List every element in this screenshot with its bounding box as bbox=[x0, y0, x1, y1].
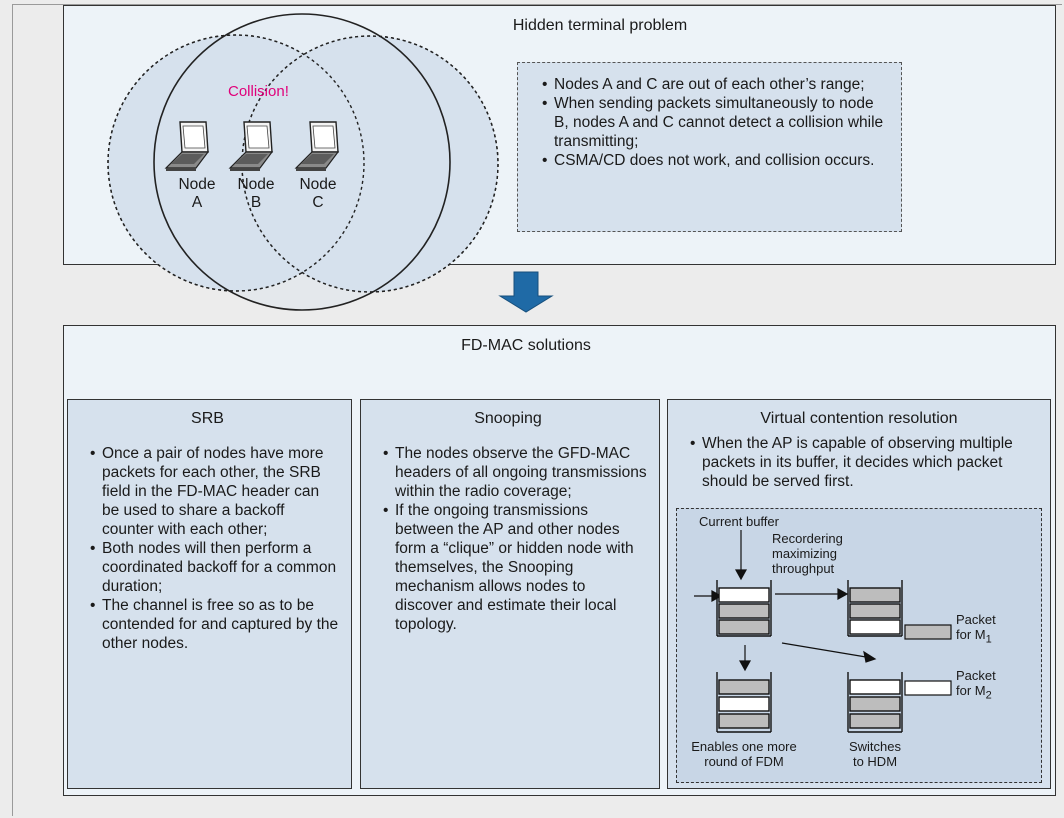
packet-m1-label-line1: Packet bbox=[956, 612, 996, 627]
current-buffer-stack bbox=[716, 580, 772, 637]
buffer-diagram bbox=[676, 508, 1042, 783]
list-item: When the AP is capable of observing mult… bbox=[690, 434, 1040, 491]
reordering-label-line3: throughput bbox=[772, 561, 835, 576]
packet-m1-label-line2: for M1 bbox=[956, 627, 996, 648]
packet-m2-label-line2: for M2 bbox=[956, 683, 996, 704]
virtual-contention-title: Virtual contention resolution bbox=[760, 410, 958, 427]
node-b-label-line1: Node bbox=[237, 176, 275, 193]
srb-bullets: Once a pair of nodes have more packets f… bbox=[88, 444, 339, 653]
packet-m2-label: Packet for M2 bbox=[956, 668, 996, 704]
node-a-label-line2: A bbox=[191, 194, 203, 211]
reordered-buffer-stack bbox=[847, 580, 903, 637]
packet-m1-label-text: for M bbox=[956, 627, 986, 642]
node-a-label: Node A bbox=[170, 176, 224, 212]
packet-m2-label-text: for M bbox=[956, 683, 986, 698]
hidden-terminal-title: Hidden terminal problem bbox=[512, 17, 688, 34]
list-item: Once a pair of nodes have more packets f… bbox=[90, 444, 339, 539]
reordering-label-line2: maximizing bbox=[772, 546, 838, 561]
laptop-c-icon bbox=[294, 121, 340, 171]
srb-title: SRB bbox=[191, 410, 224, 427]
fdm-buffer-stack bbox=[716, 672, 772, 733]
laptop-a-icon bbox=[164, 121, 210, 171]
list-item: When sending packets simultaneously to n… bbox=[542, 94, 891, 151]
fdm-label-line1: Enables one more bbox=[691, 739, 797, 754]
hdm-label-line1: Switches bbox=[848, 739, 902, 754]
fdm-label: Enables one more round of FDM bbox=[684, 739, 804, 769]
srb-box: SRB Once a pair of nodes have more packe… bbox=[67, 399, 352, 789]
laptop-b-icon bbox=[228, 121, 274, 171]
list-item: Both nodes will then perform a coordinat… bbox=[90, 539, 339, 596]
list-item: Nodes A and C are out of each other’s ra… bbox=[542, 75, 891, 94]
hdm-label: Switches to HDM bbox=[835, 739, 915, 769]
hdm-label-line2: to HDM bbox=[852, 754, 898, 769]
list-item: The channel is free so as to be contende… bbox=[90, 596, 339, 653]
virtual-contention-bullets: When the AP is capable of observing mult… bbox=[688, 434, 1040, 491]
down-arrow-icon bbox=[498, 271, 554, 313]
packet-m1-label: Packet for M1 bbox=[956, 612, 996, 648]
node-c-label-line1: Node bbox=[299, 176, 337, 193]
packet-m1-subscript: 1 bbox=[985, 633, 992, 646]
packet-m2-box bbox=[904, 680, 952, 696]
packet-m2-label-line1: Packet bbox=[956, 668, 996, 683]
hidden-terminal-notes-list: Nodes A and C are out of each other’s ra… bbox=[540, 75, 891, 170]
node-a-label-line1: Node bbox=[178, 176, 216, 193]
reordering-label-line1: Recordering bbox=[772, 531, 843, 546]
node-c-label-line2: C bbox=[312, 194, 324, 211]
node-a-range-outline bbox=[107, 34, 365, 292]
node-c-range-outline bbox=[241, 35, 499, 293]
packet-m2-subscript: 2 bbox=[985, 689, 992, 702]
fdm-label-line2: round of FDM bbox=[704, 754, 784, 769]
collision-label: Collision! bbox=[228, 83, 289, 100]
packet-m1-box bbox=[904, 624, 952, 640]
hdm-buffer-stack bbox=[847, 672, 903, 733]
current-buffer-label: Current buffer bbox=[699, 514, 779, 529]
snooping-bullets: The nodes observe the GFD-MAC headers of… bbox=[381, 444, 647, 634]
list-item: CSMA/CD does not work, and collision occ… bbox=[542, 151, 891, 170]
node-c-label: Node C bbox=[291, 176, 345, 212]
snooping-title: Snooping bbox=[474, 410, 542, 427]
buffer-arrows bbox=[694, 530, 877, 672]
hidden-terminal-notes: Nodes A and C are out of each other’s ra… bbox=[517, 62, 902, 232]
list-item: If the ongoing transmissions between the… bbox=[383, 501, 647, 634]
fd-mac-solutions-title: FD-MAC solutions bbox=[461, 337, 591, 354]
list-item: The nodes observe the GFD-MAC headers of… bbox=[383, 444, 647, 501]
snooping-box: Snooping The nodes observe the GFD-MAC h… bbox=[360, 399, 660, 789]
node-b-label-line2: B bbox=[250, 194, 262, 211]
node-b-label: Node B bbox=[229, 176, 283, 212]
reordering-label: Recordering maximizing throughput bbox=[772, 531, 843, 576]
